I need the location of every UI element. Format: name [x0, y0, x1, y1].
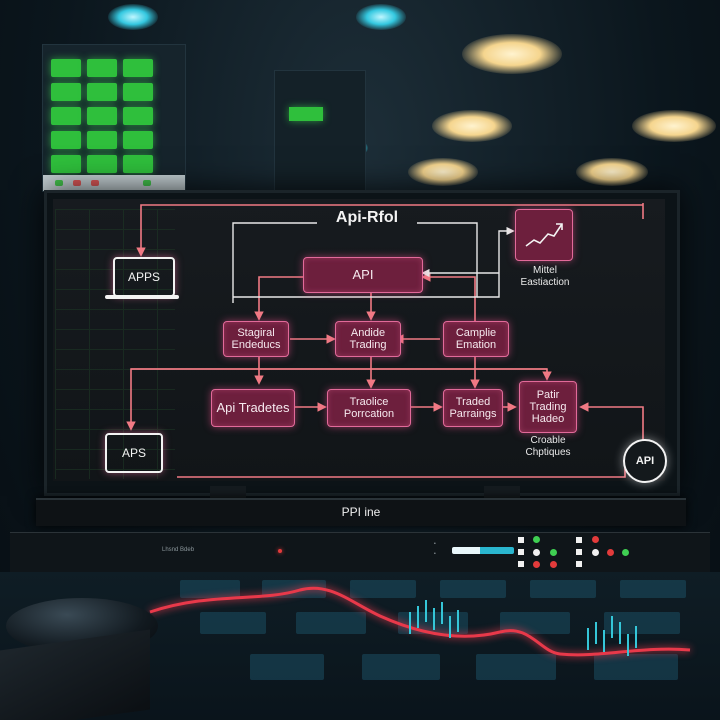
- ceiling-light: [576, 158, 648, 186]
- connector: [131, 368, 552, 381]
- title-line: [498, 226, 515, 289]
- deck-led-red: [592, 536, 599, 543]
- node-camplie[interactable]: Camplie Emation: [443, 321, 509, 357]
- ceiling-light: [108, 4, 158, 30]
- deck-indicator: [576, 561, 582, 567]
- apps-box-label: APS: [121, 446, 146, 460]
- connector: [421, 272, 476, 321]
- apps-box[interactable]: APS: [105, 433, 163, 473]
- deck-led-green: [550, 549, 557, 556]
- cable-and-ticker: [149, 586, 691, 657]
- connector: [579, 402, 644, 443]
- title-line: [477, 289, 500, 298]
- server-deck: Lhsnd Bdeb • •: [10, 532, 710, 574]
- connector: [177, 461, 626, 478]
- node-staging[interactable]: Stagiral Endeducs: [223, 321, 289, 357]
- deck-tiny-mark: •: [434, 541, 436, 547]
- node-andide[interactable]: Andide Trading: [335, 321, 401, 357]
- ceiling-light: [632, 110, 716, 142]
- connector: [254, 276, 303, 321]
- ceiling-light: [408, 158, 478, 186]
- api-bulb-label: API: [635, 455, 655, 467]
- deck-tiny-mark: •: [434, 551, 436, 557]
- server-rack: [274, 70, 366, 192]
- node-traolice[interactable]: Traolice Porrcation: [327, 389, 411, 427]
- api-bulb-icon[interactable]: API: [623, 439, 667, 483]
- node-api-tradetes[interactable]: Api Tradetes: [211, 389, 295, 427]
- title-line: [233, 222, 478, 298]
- deck-led-white: [592, 549, 599, 556]
- monitor: Api-Rfol API Stagiral Endeducs Andide Tr…: [44, 190, 680, 496]
- deck-indicator: [576, 537, 582, 543]
- monitor-leg: [484, 486, 520, 500]
- ticker-bars: [409, 600, 637, 656]
- deck-level-bar: [452, 547, 514, 554]
- node-traded[interactable]: Traded Parraings: [443, 389, 503, 427]
- ceiling-light: [462, 34, 562, 74]
- market-evaluation-label: Mittel Eastiaction: [520, 265, 570, 288]
- deck-indicator: [576, 549, 582, 555]
- deck-indicator: [518, 549, 524, 555]
- apps-laptop-screen[interactable]: APPS: [113, 257, 175, 297]
- deck-led-red: [533, 561, 540, 568]
- deck-led-white: [533, 549, 540, 556]
- deck-indicator: [518, 561, 524, 567]
- diagram-title: Api-Rfol: [335, 209, 399, 226]
- apps-laptop-label: APPS: [127, 270, 160, 284]
- deck-led-red: [607, 549, 614, 556]
- title-line: [232, 222, 317, 303]
- monitor-leg: [210, 486, 246, 500]
- node-patir[interactable]: Patir Trading Hadeo: [519, 381, 577, 433]
- status-led: [278, 549, 282, 553]
- market-chart-icon[interactable]: [515, 209, 573, 261]
- ceiling-light: [432, 110, 512, 142]
- ceiling-light: [356, 4, 406, 30]
- creable-captiques-label: Croable Chptiques: [525, 435, 571, 458]
- node-api[interactable]: API: [303, 257, 423, 293]
- deck-label: Lhsnd Bdeb: [162, 547, 195, 553]
- deck-indicator: [518, 537, 524, 543]
- deck-led-red: [550, 561, 557, 568]
- connector: [136, 204, 643, 257]
- server-rack: [42, 44, 186, 192]
- stand-label: PPI ine: [341, 505, 381, 519]
- deck-led-green: [533, 536, 540, 543]
- monitor-stand: PPI ine: [36, 498, 686, 526]
- deck-led-green: [622, 549, 629, 556]
- laptop-base: [105, 295, 179, 299]
